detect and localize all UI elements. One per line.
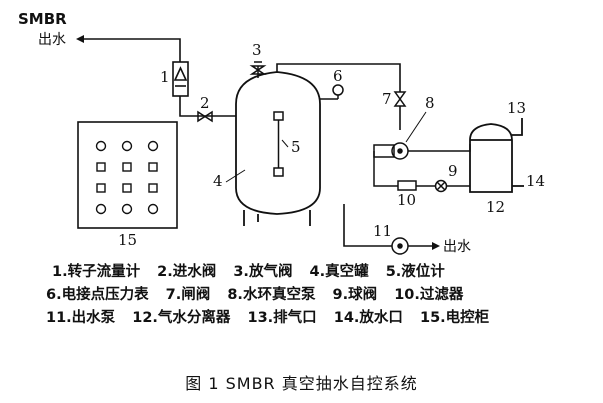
control-cabinet (77, 121, 178, 229)
legend-item: 13.排气口 (247, 310, 317, 326)
inlet-title: SMBR (18, 10, 67, 28)
legend-item: 11.出水泵 (46, 310, 116, 326)
control-button (148, 162, 158, 172)
vacuum-tank (235, 71, 321, 226)
pressure-gauge (320, 84, 344, 100)
ball-valve (434, 179, 448, 193)
legend-item: 10.过滤器 (394, 287, 464, 303)
outlet-pump (391, 237, 409, 255)
label-2: 2 (200, 94, 210, 112)
water-ring-vacuum-pump (373, 142, 409, 160)
label-13: 13 (507, 99, 526, 117)
legend-row-2: 6.电接点压力表 7.闸阀 8.水环真空泵 9.球阀 10.过滤器 (46, 285, 475, 305)
legend-item: 7.闸阀 (165, 287, 211, 303)
figure-caption: 图 1 SMBR 真空抽水自控系统 (185, 374, 418, 393)
legend-item: 4.真空罐 (309, 264, 369, 280)
level-gauge (273, 111, 284, 177)
gate-valve (393, 91, 407, 107)
label-8: 8 (425, 94, 435, 112)
label-12: 12 (486, 198, 505, 216)
indicator-light (95, 203, 107, 215)
legend-row-1: 1.转子流量计 2.进水阀 3.放气阀 4.真空罐 5.液位计 (52, 262, 457, 282)
label-9: 9 (448, 162, 458, 180)
legend-item: 12.气水分离器 (132, 310, 231, 326)
label-14: 14 (526, 172, 545, 190)
legend-item: 2.进水阀 (157, 264, 217, 280)
legend-item: 8.水环真空泵 (227, 287, 316, 303)
outlet-pipe (343, 204, 440, 250)
leader-5 (281, 139, 289, 148)
leader-4 (225, 169, 246, 183)
outlet-label: 出水 (443, 239, 471, 255)
legend-item: 9.球阀 (332, 287, 378, 303)
vent-valve (249, 61, 267, 78)
label-5: 5 (291, 138, 301, 156)
legend-item: 6.电接点压力表 (46, 287, 149, 303)
label-3: 3 (252, 41, 262, 59)
legend-item: 5.液位计 (385, 264, 445, 280)
control-button (96, 183, 106, 193)
indicator-light (121, 203, 133, 215)
legend-row-3: 11.出水泵 12.气水分离器 13.排气口 14.放水口 15.电控柜 (46, 308, 501, 328)
inlet-valve (197, 110, 213, 123)
label-11: 11 (373, 222, 392, 240)
legend-item: 15.电控柜 (420, 310, 490, 326)
gas-water-separator (469, 118, 524, 193)
indicator-light (95, 140, 107, 152)
label-6: 6 (333, 67, 343, 85)
inlet-pipe (76, 35, 236, 117)
legend-item: 3.放气阀 (233, 264, 293, 280)
inlet-subtitle: 出水 (38, 32, 66, 48)
legend-item: 1.转子流量计 (52, 264, 141, 280)
cabinet-indicators (95, 140, 159, 215)
label-15: 15 (118, 231, 137, 249)
legend-item: 14.放水口 (333, 310, 403, 326)
control-button (96, 162, 106, 172)
control-button (148, 183, 158, 193)
indicator-light (147, 140, 159, 152)
filter (397, 180, 417, 191)
vacuum-pipe (276, 63, 401, 130)
indicator-light (147, 203, 159, 215)
rotameter (172, 61, 189, 97)
label-7: 7 (382, 90, 392, 108)
control-button (122, 183, 132, 193)
label-10: 10 (397, 191, 416, 209)
label-4: 4 (213, 172, 223, 190)
label-1: 1 (160, 68, 170, 86)
control-button (122, 162, 132, 172)
leader-8 (405, 111, 427, 143)
indicator-light (121, 140, 133, 152)
